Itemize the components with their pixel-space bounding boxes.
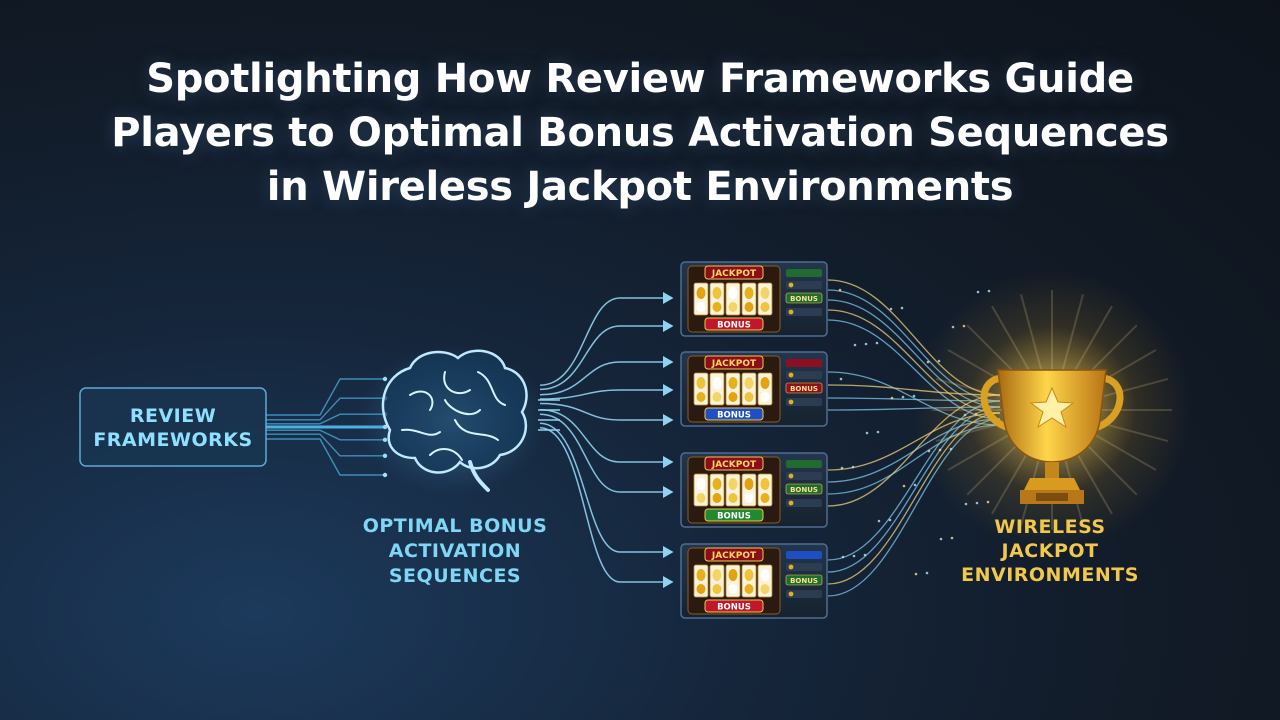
- title-line-1: Spotlighting How Review Frameworks Guide: [146, 56, 1134, 102]
- brain-caption-line-3: SEQUENCES: [389, 565, 521, 587]
- bonus-sign: BONUS: [717, 411, 751, 421]
- bonus-sign: BONUS: [717, 603, 751, 613]
- review-frameworks-label-line-2: FRAMEWORKS: [93, 429, 252, 451]
- bonus-button: BONUS: [790, 577, 818, 585]
- page-title: Spotlighting How Review Frameworks Guide…: [0, 52, 1280, 214]
- trophy-caption-line-2: JACKPOT: [1000, 540, 1099, 562]
- title-line-2: Players to Optimal Bonus Activation Sequ…: [111, 110, 1169, 156]
- bonus-button: BONUS: [790, 486, 818, 494]
- slot-panels: JACKPOTBONUSBONUSJACKPOTBONUSBONUSJACKPO…: [680, 261, 828, 619]
- bonus-sign: BONUS: [717, 512, 751, 522]
- bonus-sign: BONUS: [717, 321, 751, 331]
- slot-panel: JACKPOT BONUS BONUS: [680, 351, 828, 427]
- review-frameworks-label-line-1: REVIEW: [130, 405, 216, 427]
- jackpot-sign: JACKPOT: [711, 359, 757, 369]
- jackpot-sign: JACKPOT: [711, 269, 757, 279]
- trophy-caption-line-1: WIRELESS: [994, 516, 1105, 538]
- optimal-bonus-caption: OPTIMAL BONUS ACTIVATION SEQUENCES: [363, 515, 548, 587]
- jackpot-sign: JACKPOT: [711, 460, 757, 470]
- trophy-icon: [912, 270, 1192, 550]
- review-frameworks-node: REVIEW FRAMEWORKS: [79, 387, 267, 467]
- bonus-button: BONUS: [790, 295, 818, 303]
- trophy-caption-line-3: ENVIRONMENTS: [961, 564, 1139, 586]
- slot-panel: JACKPOT BONUS BONUS: [680, 261, 828, 337]
- title-line-3: in Wireless Jackpot Environments: [266, 164, 1014, 210]
- slot-panel: JACKPOT BONUS BONUS: [680, 543, 828, 619]
- bonus-button: BONUS: [790, 385, 818, 393]
- branch-arrows: [538, 292, 674, 588]
- brain-caption-line-1: OPTIMAL BONUS: [363, 515, 548, 537]
- slot-panel: JACKPOT BONUS BONUS: [680, 452, 828, 528]
- wireless-jackpot-caption: WIRELESS JACKPOT ENVIRONMENTS: [961, 516, 1139, 586]
- brain-caption-line-2: ACTIVATION: [389, 540, 521, 562]
- brain-icon: [357, 345, 547, 495]
- jackpot-sign: JACKPOT: [711, 551, 757, 561]
